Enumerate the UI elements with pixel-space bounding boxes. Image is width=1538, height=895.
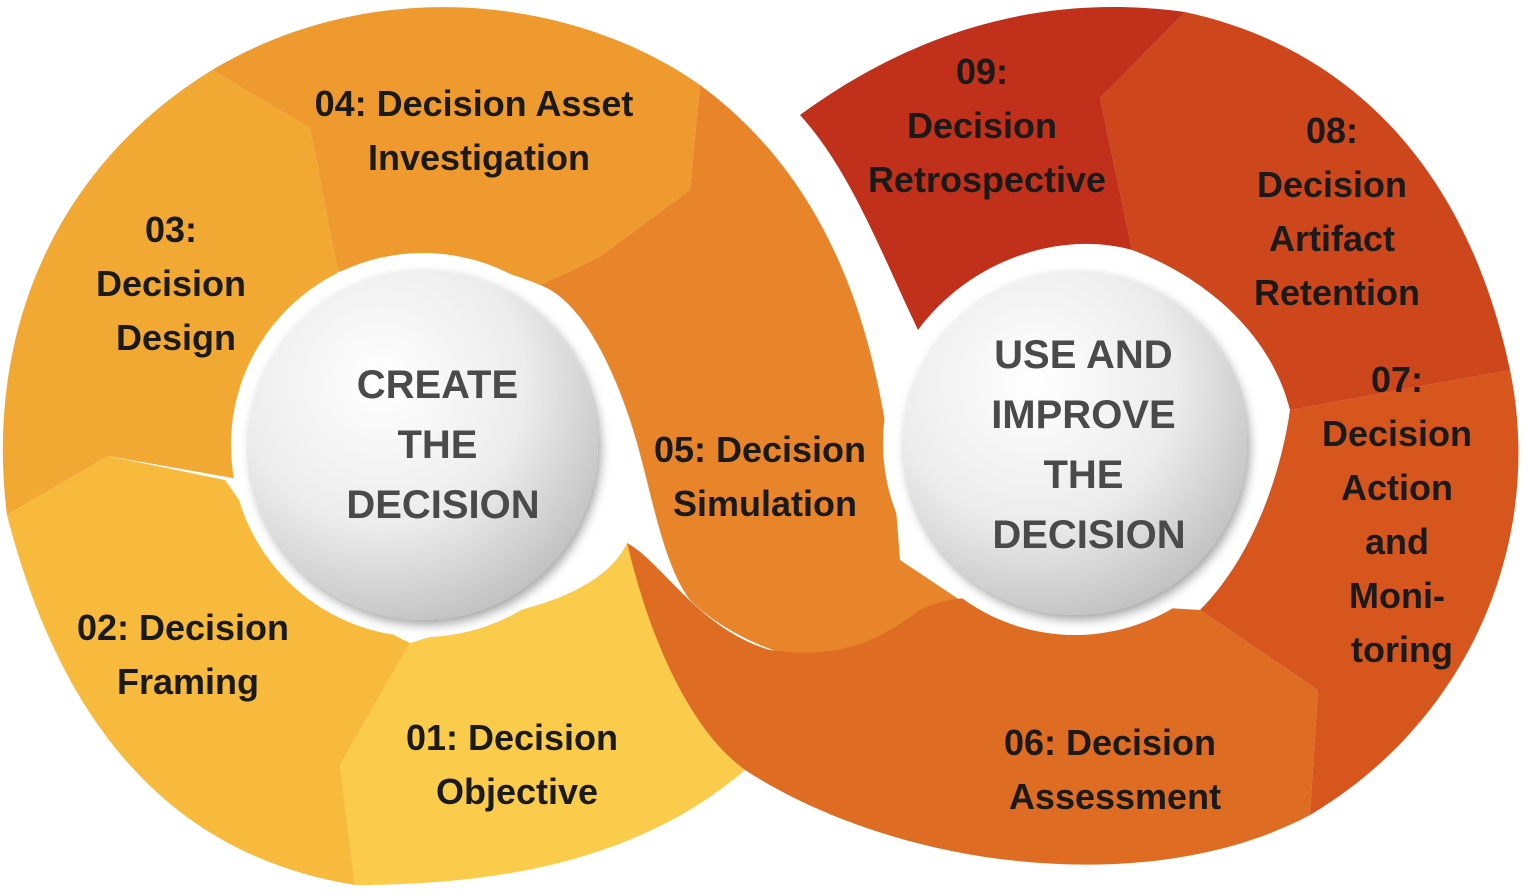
label-08-decision-artifact-retention: 08: Decision Artifact Retention [1254,110,1420,313]
use-hub-line: IMPROVE [991,393,1175,437]
label-07-decision-action-and-monitoring: 07: Decision Action and Moni- toring [1322,359,1482,670]
create-hub-line: DECISION [346,483,539,527]
segment-08-decision-artifact-retention [1100,12,1510,410]
create-hub-label: CREATE THE DECISION [346,363,539,527]
use-hub: USE AND IMPROVE THE DECISION [883,251,1267,635]
right-ring [627,7,1519,865]
label-01-decision-objective: 01: Decision Objective [406,717,628,812]
create-hub: CREATE THE DECISION [231,253,615,637]
label-04-decision-asset-investigation: 04: Decision Asset Investigation [315,83,644,178]
use-hub-line: THE [1043,453,1123,497]
use-hub-label: USE AND IMPROVE THE DECISION [991,333,1187,557]
segment-01-decision-objective [340,543,745,885]
label-09-decision-retrospective: 09: Decision Retrospective [868,51,1106,200]
label-05-decision-simulation: 05: Decision Simulation [654,429,876,524]
segment-labels: 01: Decision Objective 02: Decision Fram… [77,51,1482,817]
segment-02-decision-framing [7,456,410,885]
segment-09-decision-retrospective [800,7,1185,331]
segment-04-decision-asset-investigation [212,7,700,286]
create-hub-line: CREATE [357,363,518,407]
segment-05-decision-simulation [540,85,960,666]
label-03-decision-design: 03: Decision Design [96,209,256,358]
label-06-decision-assessment: 06: Decision Assessment [1004,722,1226,817]
create-hub-line: THE [397,423,477,467]
segment-07-decision-action-and-monitoring [1200,370,1519,815]
segment-06-decision-assessment [627,543,1318,865]
use-hub-line: USE AND [994,333,1173,377]
use-hub-line: DECISION [992,513,1185,557]
label-02-decision-framing: 02: Decision Framing [77,607,299,702]
